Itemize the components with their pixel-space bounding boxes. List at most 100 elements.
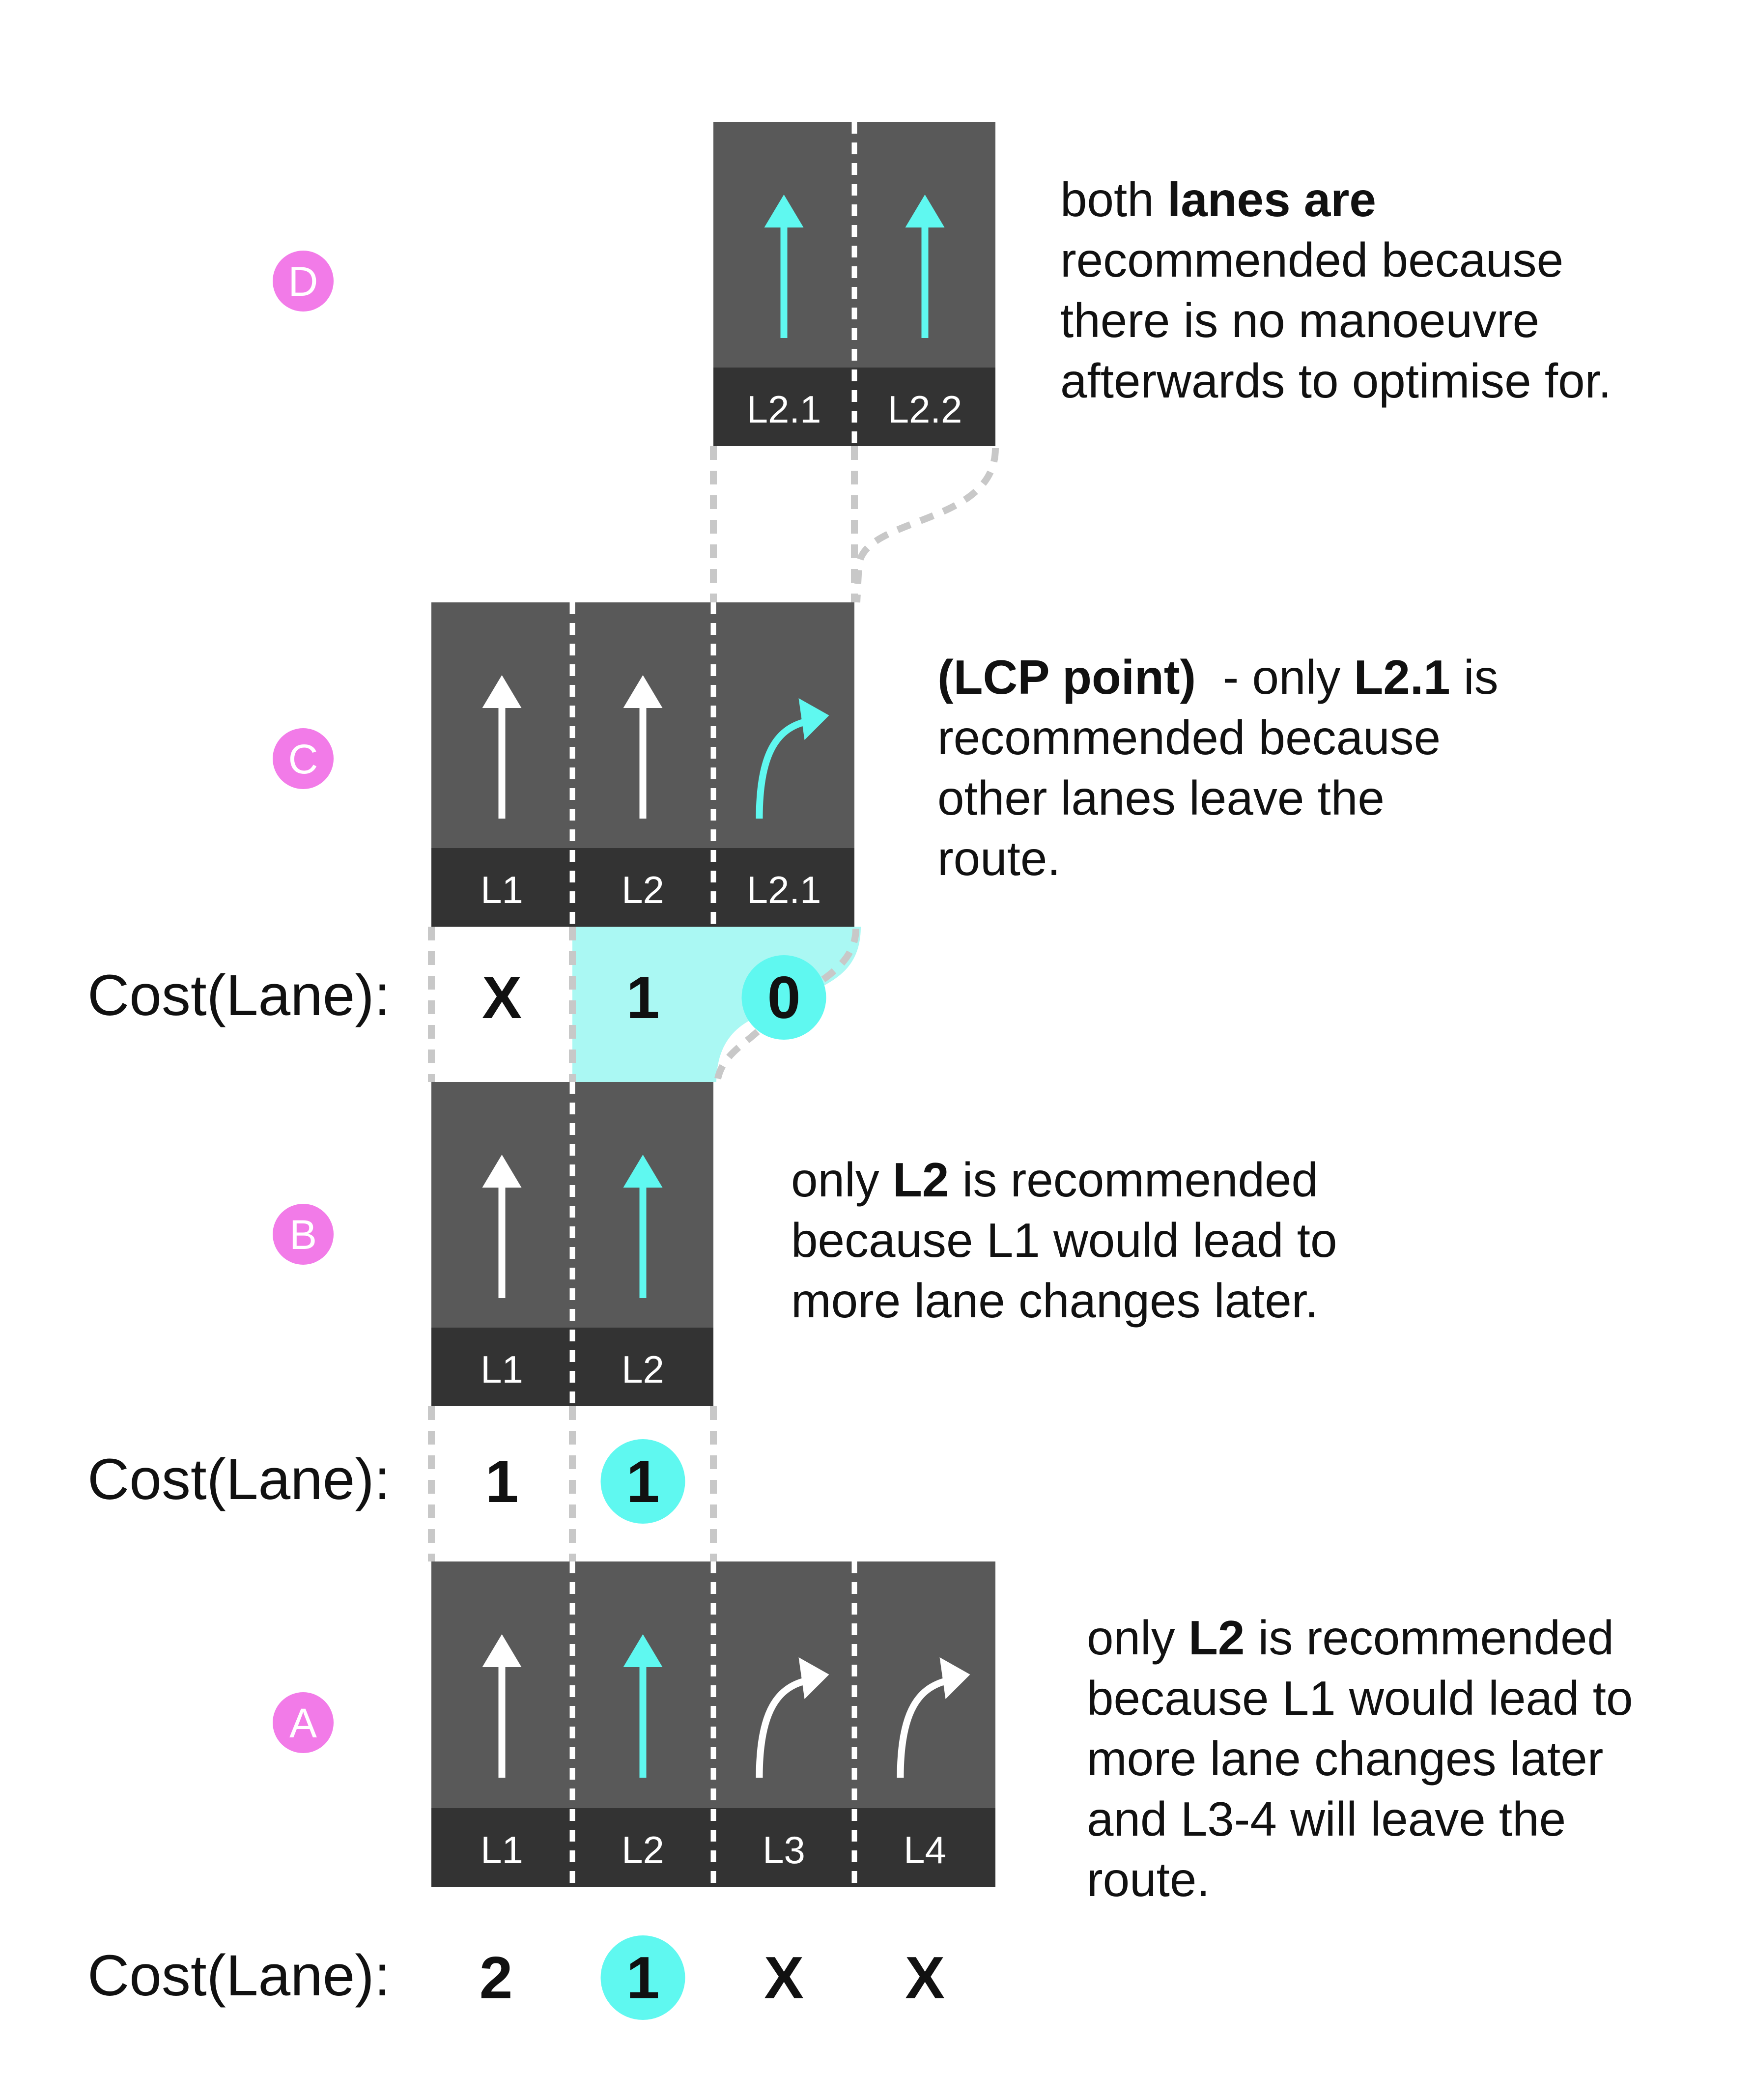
description-line: other lanes leave the	[937, 768, 1499, 828]
description-line: only L2 is recommended	[1087, 1608, 1633, 1668]
description-line: recommended because	[937, 708, 1499, 768]
straight-arrow-head	[623, 1634, 663, 1667]
description-line: because L1 would lead to	[1087, 1668, 1633, 1729]
straight-arrow-head	[905, 195, 945, 227]
cost-value: 0	[767, 964, 801, 1031]
selected-cost-circle	[600, 1439, 685, 1524]
cost-value: X	[764, 1944, 804, 2011]
description-text: route.	[937, 831, 1061, 885]
description-text: because L1 would lead to	[1087, 1671, 1633, 1725]
cost-value: 1	[626, 1448, 660, 1515]
lane-block: L1 L2 L2.1	[431, 602, 854, 927]
lane-l2: L2	[622, 675, 664, 911]
lane-l1: L1	[481, 1634, 523, 1872]
badge-circle	[273, 1204, 334, 1265]
lane-l3: L3	[756, 1657, 829, 1872]
lane-l2-1: L2.1	[747, 698, 829, 911]
lane-label: L4	[904, 1828, 946, 1872]
emphasis-text: lanes are	[1167, 172, 1376, 227]
cost-value: 2	[480, 1944, 513, 2011]
description-line: and L3-4 will leave the	[1087, 1789, 1633, 1849]
emphasis-text: L2.1	[1354, 650, 1450, 704]
lane-label: L3	[763, 1828, 805, 1872]
description-text: route.	[1087, 1852, 1210, 1906]
description-text: other lanes leave the	[937, 771, 1385, 825]
description-text: because L1 would lead to	[791, 1213, 1337, 1267]
right-turn-arrow-head	[798, 1657, 829, 1699]
badge-circle	[273, 1692, 334, 1753]
lane-label: L1	[481, 1348, 523, 1391]
description-text: - only	[1196, 650, 1354, 704]
lane-label: L2.2	[888, 388, 962, 431]
description-text: there is no manoeuvre	[1060, 293, 1540, 347]
description-line: route.	[1087, 1849, 1633, 1910]
cost-value: 1	[485, 1448, 519, 1515]
badge-circle	[273, 728, 334, 789]
description-line: more lane changes later.	[791, 1271, 1337, 1331]
cost-value: X	[905, 1944, 945, 2011]
description-line: because L1 would lead to	[791, 1210, 1337, 1271]
straight-arrow-head	[482, 675, 522, 708]
description-line: afterwards to optimise for.	[1060, 351, 1612, 411]
stage-badge: A	[273, 1692, 334, 1753]
lane-label: L2	[622, 868, 664, 911]
lane-l2: L2	[622, 1634, 664, 1872]
description-text: afterwards to optimise for.	[1060, 354, 1612, 408]
lane-block-body	[713, 122, 995, 368]
selected-cost-circle	[600, 1935, 685, 2020]
description-line: route.	[937, 828, 1499, 889]
lane-l1: L1	[481, 1155, 523, 1391]
description-line: only L2 is recommended	[791, 1150, 1337, 1210]
cost-row-label: Cost(Lane):	[87, 1447, 391, 1512]
lane-l4: L4	[897, 1657, 970, 1872]
straight-arrow-head	[482, 1634, 522, 1667]
description-text: is recommended	[1245, 1611, 1614, 1665]
description-line: both lanes are	[1060, 170, 1612, 230]
cost-row-label: Cost(Lane):	[87, 963, 391, 1028]
cost-value: 1	[626, 1944, 660, 2011]
description-line: (LCP point) - only L2.1 is	[937, 647, 1499, 708]
description-text: only	[1087, 1611, 1189, 1665]
description-text: only	[791, 1153, 893, 1207]
badge-letter: B	[289, 1212, 317, 1258]
lane-block: L1 L2	[431, 1082, 713, 1406]
lane-label: L2	[622, 1348, 664, 1391]
emphasis-text: L2	[893, 1153, 949, 1207]
connector-curve	[853, 448, 999, 603]
straight-arrow-head	[623, 675, 663, 708]
right-turn-arrow-head	[939, 1657, 970, 1699]
badge-circle	[273, 251, 334, 312]
badge-letter: A	[289, 1700, 317, 1746]
lane-block-body	[431, 1082, 713, 1328]
straight-arrow-head	[764, 195, 804, 227]
description-text: recommended because	[937, 710, 1441, 765]
lane-l2-1: L2.1	[747, 195, 821, 431]
description-line: there is no manoeuvre	[1060, 290, 1612, 351]
right-turn-arrow-shaft	[756, 718, 809, 819]
lane-l2-2: L2.2	[888, 195, 962, 431]
stage-badge: D	[273, 251, 334, 312]
lane-l1: L1	[481, 675, 523, 911]
lane-label: L2	[622, 1828, 664, 1872]
lane-block: L2.1 L2.2	[713, 122, 995, 446]
stage-d: D L2.1 L2.2	[273, 122, 995, 446]
lane-block-footer	[431, 848, 854, 927]
description-text: is recommended	[949, 1153, 1319, 1207]
description-text: more lane changes later	[1087, 1731, 1604, 1786]
right-turn-arrow-shaft	[756, 1677, 809, 1778]
badge-letter: C	[288, 736, 318, 782]
lane-label: L1	[481, 868, 523, 911]
straight-arrow-head	[482, 1155, 522, 1188]
lane-label: L2.1	[747, 388, 821, 431]
badge-letter: D	[288, 258, 318, 305]
right-turn-arrow-shaft	[897, 1677, 950, 1778]
description-text: more lane changes later.	[791, 1274, 1319, 1328]
